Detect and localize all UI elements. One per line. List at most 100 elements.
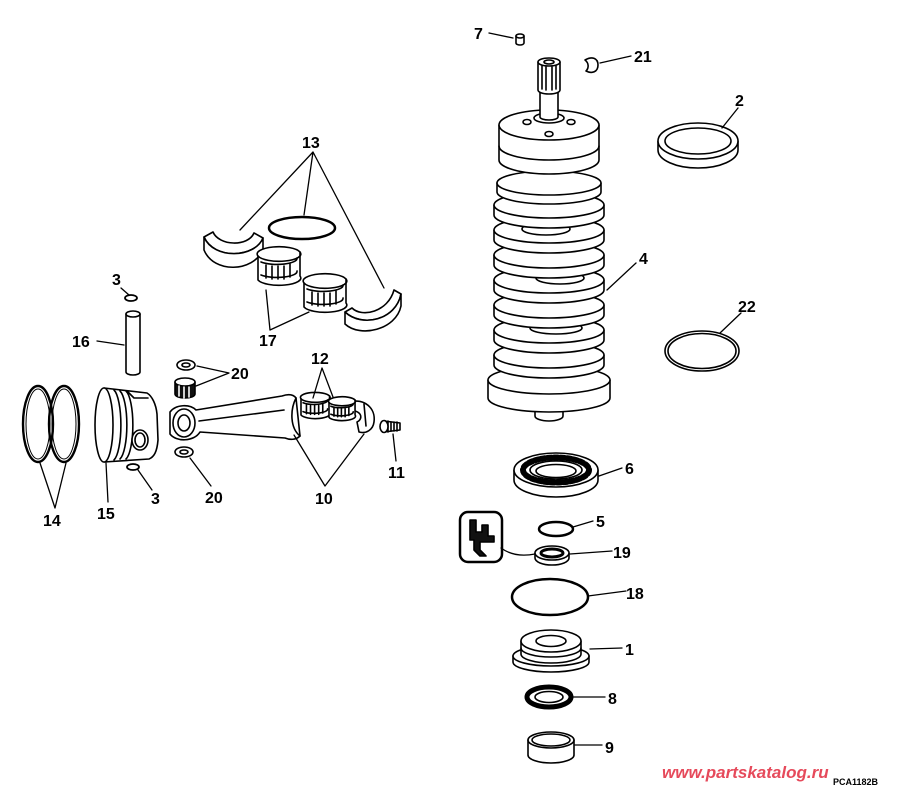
leader-line-20-bottom xyxy=(190,458,211,486)
retaining-ring-5-shape xyxy=(539,522,573,536)
leader-line-14 xyxy=(40,463,66,508)
woodruff-key-21-shape xyxy=(585,58,598,72)
leader-lines xyxy=(40,33,741,745)
leader-line-1 xyxy=(590,648,622,649)
callout-17: 17 xyxy=(259,333,277,350)
callout-22: 22 xyxy=(738,299,756,316)
crankshaft-shape xyxy=(567,120,575,125)
rod-cap-10-shape xyxy=(364,404,366,426)
needle-cage-17-b-shape xyxy=(303,274,347,313)
o-ring-22-shape xyxy=(668,334,736,369)
callout-3-top: 3 xyxy=(112,272,121,289)
watermark-text: www.partskatalog.ru xyxy=(662,763,829,782)
wrist-pin-16 xyxy=(126,311,140,375)
seal-8-shape xyxy=(535,692,563,703)
o-ring-22-shape xyxy=(665,331,739,371)
bearing-retainer-1-shape xyxy=(521,648,581,657)
bearing-shell-13-right xyxy=(345,290,401,331)
connecting-rod-10 xyxy=(170,395,300,440)
piston-15-shape xyxy=(95,388,113,462)
wrist-pin-16-shape xyxy=(126,314,140,375)
leader-line-5 xyxy=(573,521,593,527)
needle-bearing-small-end-shape xyxy=(175,378,195,386)
washer-20-bottom-shape xyxy=(180,450,188,454)
callout-7: 7 xyxy=(474,26,483,43)
crankshaft-shape xyxy=(542,66,556,90)
needle-bearing-small-end-shape xyxy=(179,386,189,398)
callout-2: 2 xyxy=(735,93,744,110)
needle-cage-17-b xyxy=(303,274,347,313)
piston-15-shape xyxy=(128,392,148,398)
callout-6: 6 xyxy=(625,461,634,478)
callout-8: 8 xyxy=(608,691,617,708)
needle-bearing-19 xyxy=(535,546,569,565)
piston-15 xyxy=(95,388,158,462)
callout-10: 10 xyxy=(315,491,333,508)
piston-15-shape xyxy=(135,433,145,447)
ball-bearing-6 xyxy=(514,453,598,497)
sleeve-9 xyxy=(528,732,574,763)
sleeve-9-shape xyxy=(532,734,570,746)
leader-line-11 xyxy=(393,434,396,461)
needle-cage-12-a-shape xyxy=(306,404,322,414)
callout-labels: 7 21 2 13 4 3 22 16 17 12 20 11 6 14 15 … xyxy=(43,26,756,757)
crankshaft-shape xyxy=(544,60,554,64)
seal-ring-2-shape xyxy=(665,128,731,154)
rod-cap-10 xyxy=(350,401,374,432)
piston-ring-14-a-shape xyxy=(23,386,53,462)
crankshaft-shape xyxy=(523,120,531,125)
callout-1: 1 xyxy=(625,642,634,659)
leader-line-10 xyxy=(294,434,364,486)
leader-line-21 xyxy=(600,56,631,63)
leader-line-3-top xyxy=(121,288,129,295)
woodruff-key-21 xyxy=(585,58,598,72)
callout-19: 19 xyxy=(613,545,631,562)
needle-cage-12-a-shape xyxy=(301,396,330,402)
needle-cage-17-b-shape xyxy=(304,279,347,288)
callout-9: 9 xyxy=(605,740,614,757)
needle-cage-17-a-shape xyxy=(257,247,301,286)
leader-line-22 xyxy=(720,313,741,333)
screw-11 xyxy=(380,421,400,433)
piston-15-shape xyxy=(114,390,133,460)
leader-line-15 xyxy=(106,463,108,502)
connecting-rod-10-shape xyxy=(199,398,300,436)
callout-4: 4 xyxy=(639,251,648,268)
callout-3-bottom: 3 xyxy=(151,491,160,508)
bearing-shell-13-right-shape xyxy=(345,294,401,331)
callout-14: 14 xyxy=(43,513,61,530)
bearing-retainer-1 xyxy=(513,630,589,672)
piston-ring-14-b-shape xyxy=(49,386,79,462)
wrist-pin-16-shape xyxy=(126,311,140,317)
needle-cage-12-b xyxy=(328,397,355,421)
leader-line-13 xyxy=(240,152,384,288)
leader-line-17 xyxy=(266,290,309,330)
needle-bearing-small-end xyxy=(175,378,195,398)
o-ring-18 xyxy=(512,579,588,615)
screw-11-shape xyxy=(380,421,388,433)
callout-12: 12 xyxy=(311,351,329,368)
o-ring-22 xyxy=(665,331,739,371)
crankshaft xyxy=(488,58,610,421)
crankshaft-shape xyxy=(538,62,560,94)
rod-cap-10-shape xyxy=(350,401,374,432)
callout-20-bottom: 20 xyxy=(205,490,223,507)
needle-cage-12-b-shape xyxy=(334,407,349,416)
pin-7 xyxy=(516,34,524,45)
washer-20-top-shape xyxy=(182,363,190,367)
leader-line-2 xyxy=(722,108,738,128)
tool-inset-shape xyxy=(470,520,494,556)
crankshaft-shape xyxy=(499,146,599,160)
seal-8 xyxy=(527,687,571,707)
needle-bearing-19-shape xyxy=(541,549,563,557)
needle-cage-17-b-shape xyxy=(312,291,336,306)
leader-line-20-top xyxy=(196,366,229,386)
retaining-clip-3-bottom-shape xyxy=(127,464,139,470)
retaining-ring-13-shape xyxy=(269,217,335,239)
tool-inset xyxy=(460,512,535,562)
diagram-code: PCA1182B xyxy=(833,777,879,787)
connecting-rod-10-shape xyxy=(170,395,300,440)
pin-7-shape xyxy=(516,34,524,38)
leader-line-7 xyxy=(489,33,513,38)
